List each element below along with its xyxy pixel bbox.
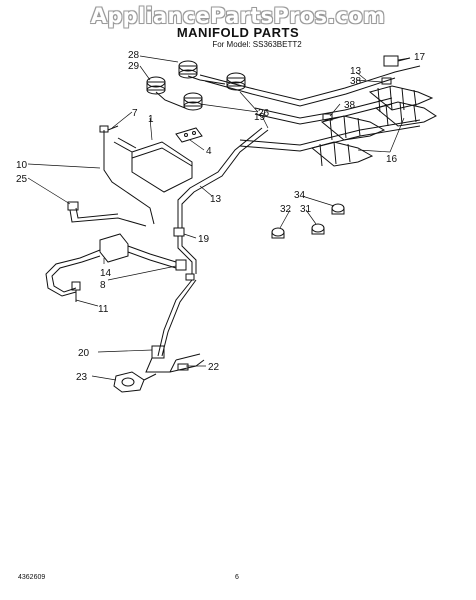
callout-13b: 13 (210, 194, 222, 205)
callout-13: 13 (350, 66, 362, 77)
knob-31 (311, 223, 325, 235)
model-line: For Model: SS363BETT2 (212, 40, 302, 49)
callout-17: 17 (414, 52, 426, 63)
callout-labels: 28 29 17 13 38 26 7 1 38 19 4 16 10 25 1… (16, 50, 426, 383)
valve-20 (145, 345, 205, 373)
callout-26: 26 (258, 108, 270, 119)
knob-32 (271, 227, 285, 239)
callout-31: 31 (300, 204, 312, 215)
burner-heads-16 (310, 85, 437, 167)
callout-29: 29 (128, 61, 140, 72)
orifice-38b (322, 113, 333, 121)
rear-pipe (239, 119, 421, 146)
manifold-1 (113, 137, 193, 193)
tube-25 (69, 209, 147, 227)
valve-23 (113, 371, 157, 393)
callout-32: 32 (280, 204, 292, 215)
callout-34: 34 (294, 190, 306, 201)
fitting-19 (173, 227, 185, 237)
callout-8: 8 (100, 280, 106, 291)
page-title: MANIFOLD PARTS (176, 25, 300, 40)
callout-10: 10 (16, 160, 28, 171)
callout-4: 4 (206, 146, 212, 157)
callout-28: 28 (128, 50, 140, 61)
callout-14: 14 (100, 268, 112, 279)
knob-34 (331, 203, 345, 215)
watermark: AppliancePartsPros.com (90, 4, 386, 28)
callout-11: 11 (98, 304, 109, 315)
callout-16: 16 (386, 154, 398, 165)
callout-1: 1 (148, 114, 154, 125)
tube-13 (177, 127, 263, 228)
callout-25: 25 (16, 174, 28, 185)
callout-22: 22 (208, 362, 220, 373)
part-number: 4362609 (18, 574, 46, 581)
callout-38: 38 (350, 76, 362, 87)
regulator-14 (99, 233, 187, 271)
callout-19c: 19 (254, 112, 266, 123)
callout-20: 20 (78, 348, 90, 359)
callout-23: 23 (76, 372, 88, 383)
bracket-4 (175, 127, 203, 143)
callout-7: 7 (132, 108, 138, 119)
callout-19b: 19 (198, 234, 210, 245)
valve-17 (383, 55, 399, 67)
tube-10 (103, 130, 155, 225)
orifice-38a (381, 77, 392, 85)
tube-11 (45, 249, 101, 297)
page-number: 6 (235, 574, 239, 581)
callout-38b: 38 (344, 100, 356, 111)
